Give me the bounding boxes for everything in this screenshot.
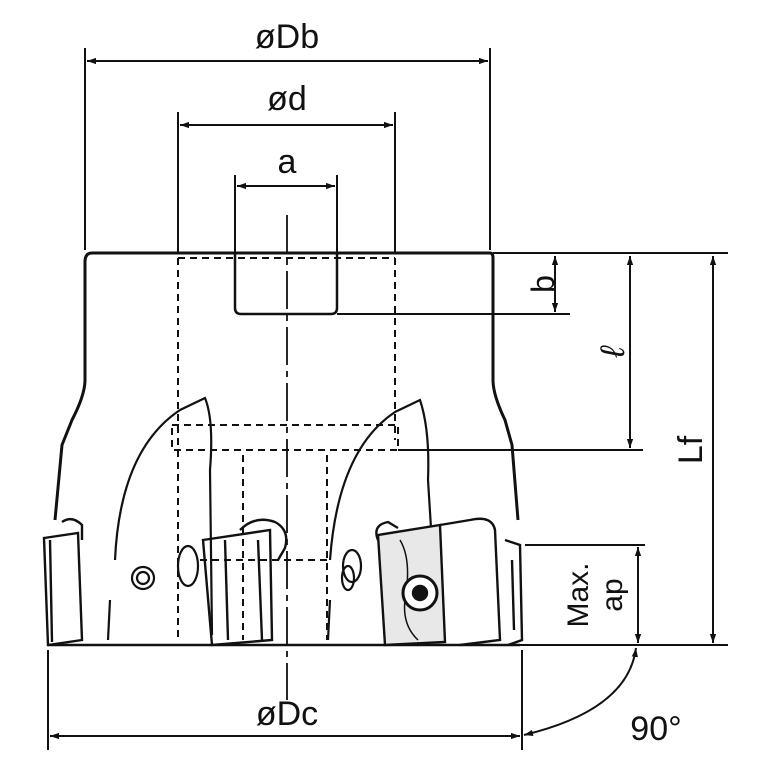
dimension-lines: [47, 48, 728, 750]
coolant-holes: [130, 544, 363, 592]
label-ap: ap: [596, 578, 629, 611]
label-d: ød: [267, 80, 307, 118]
hidden-lines: [171, 257, 399, 640]
left-insert: [42, 517, 84, 647]
flute-pockets: [106, 396, 440, 641]
label-l: ℓ: [594, 345, 632, 359]
label-db: øDb: [255, 18, 319, 56]
right-insert: [375, 517, 502, 647]
cutter-body: [48, 251, 520, 647]
label-a: a: [278, 143, 297, 181]
center-insert: [201, 518, 288, 647]
label-angle: 90°: [630, 710, 681, 748]
right-edge-insert: [504, 538, 524, 647]
keyway: [233, 253, 339, 316]
label-dc: øDc: [256, 695, 318, 733]
label-lf: Lf: [672, 435, 710, 464]
label-b: b: [525, 275, 561, 293]
label-max: Max.: [562, 562, 595, 627]
